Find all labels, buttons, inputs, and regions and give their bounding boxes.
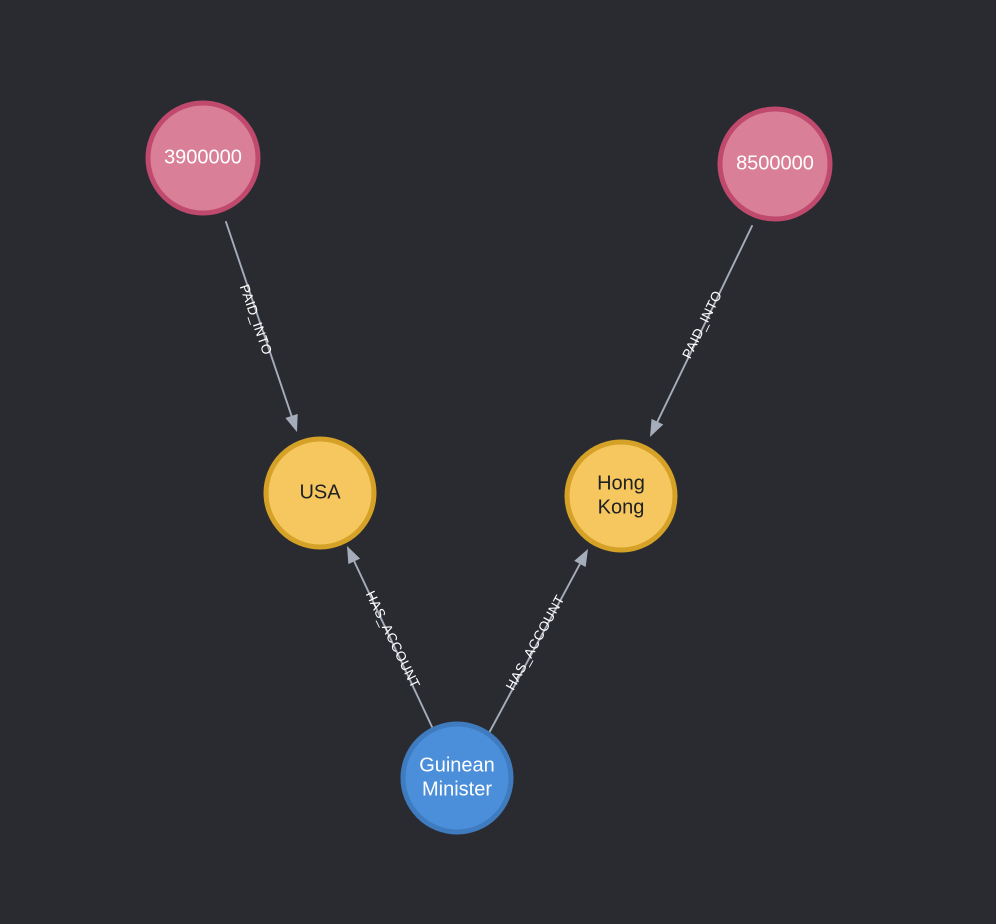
- node-circle[interactable]: [400, 721, 514, 835]
- node-circle[interactable]: [564, 439, 678, 553]
- edge-line: [488, 563, 581, 734]
- edge-line: [353, 560, 434, 730]
- node-label: Kong: [598, 496, 645, 518]
- node-label: Minister: [422, 778, 492, 800]
- edge-arrowhead: [285, 413, 298, 432]
- graph-edge[interactable]: HAS_ACCOUNT: [488, 549, 588, 734]
- node-circle[interactable]: [717, 106, 833, 222]
- node-circle[interactable]: [145, 100, 261, 216]
- edge-label: PAID_INTO: [237, 282, 275, 356]
- edge-arrowhead: [574, 549, 588, 568]
- edge-label: PAID_INTO: [679, 288, 725, 361]
- graph-node-amount-3900000[interactable]: 3900000: [145, 100, 261, 216]
- edge-line: [225, 221, 293, 417]
- node-label: Hong: [597, 472, 645, 494]
- edge-arrowhead: [347, 546, 361, 565]
- node-label: 8500000: [736, 152, 814, 174]
- graph-edge[interactable]: PAID_INTO: [650, 225, 753, 437]
- edge-label: HAS_ACCOUNT: [503, 592, 568, 692]
- graph-node-amount-8500000[interactable]: 8500000: [717, 106, 833, 222]
- edge-arrowhead: [650, 418, 664, 437]
- graph-edge[interactable]: PAID_INTO: [225, 221, 298, 432]
- edge-label: HAS_ACCOUNT: [363, 588, 423, 690]
- node-label: Guinean: [419, 754, 495, 776]
- node-label: USA: [299, 481, 341, 503]
- graph-edge[interactable]: HAS_ACCOUNT: [347, 546, 434, 730]
- node-circle[interactable]: [263, 436, 377, 550]
- edge-line: [656, 225, 753, 423]
- node-label: 3900000: [164, 146, 242, 168]
- graph-node-country-usa[interactable]: USA: [263, 436, 377, 550]
